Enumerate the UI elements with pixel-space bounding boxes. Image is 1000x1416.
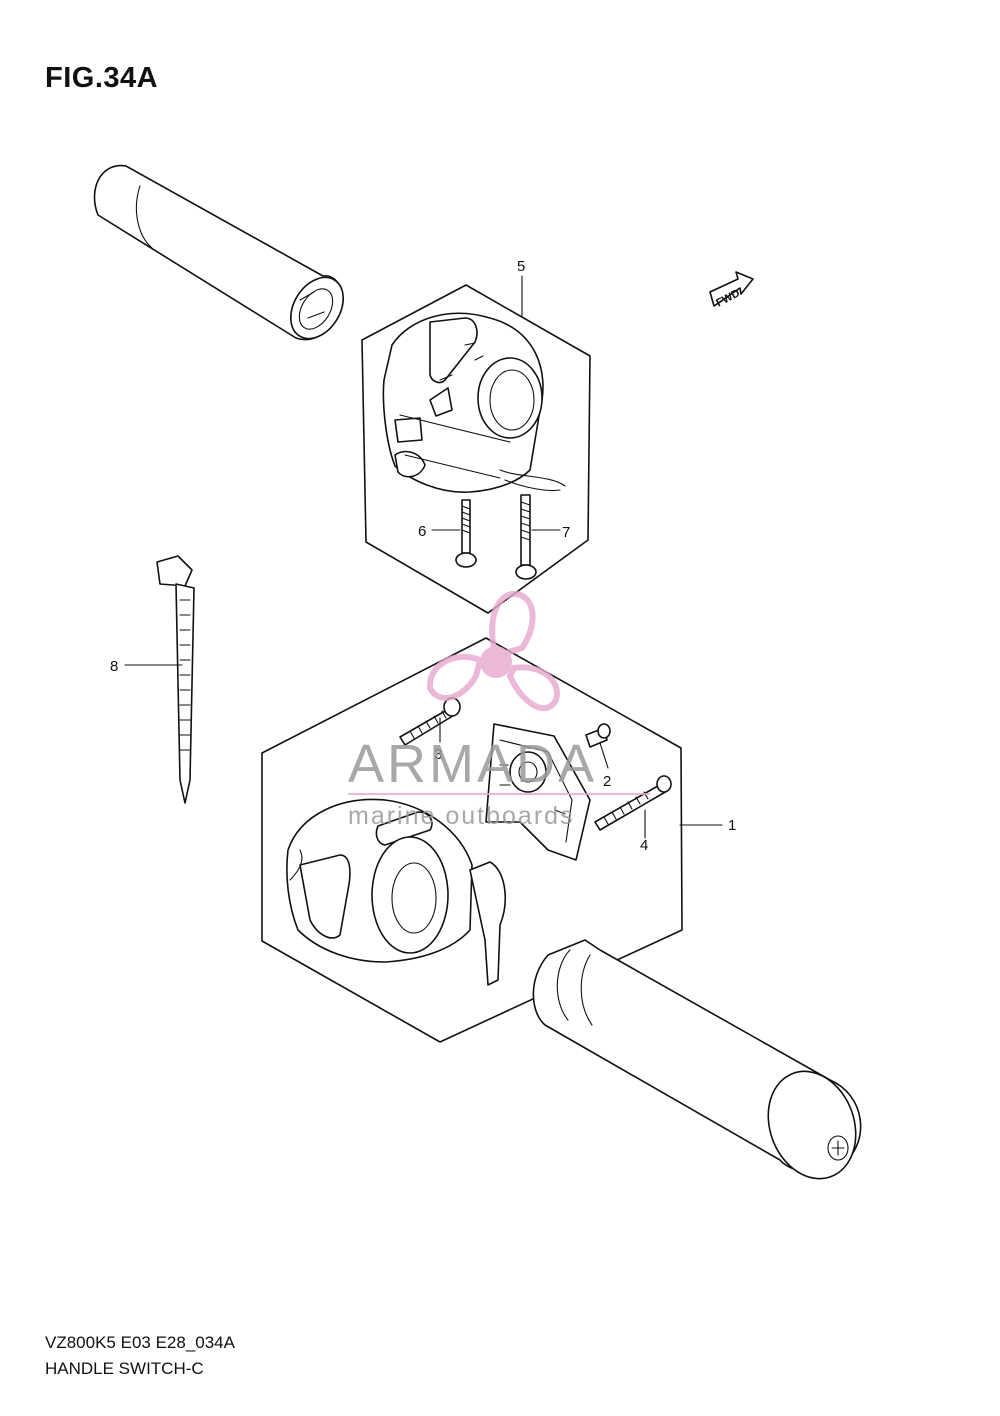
callout-7: 7 [562,524,570,541]
callout-3: 3 [434,746,442,763]
screw-6 [455,499,477,568]
screw-7 [515,494,537,580]
callout-4: 4 [640,837,648,854]
switch-housing-right [286,798,506,986]
footer-model-code: VZ800K5 E03 E28_034A [45,1333,235,1352]
watermark: ARMADA marine outboards [348,590,650,830]
callout-5: 5 [517,258,525,275]
part-1-group-outline [261,637,683,1043]
callout-6: 6 [418,523,426,540]
part-5-group-outline [361,284,591,614]
left-grip [93,164,344,341]
fwd-marker: FWD [709,271,754,310]
screw-2 [585,723,611,748]
footer-part-name: HANDLE SWITCH-C [45,1359,204,1378]
throttle-grip [532,939,862,1180]
callout-1: 1 [728,817,736,834]
watermark-tagline: marine outboards [348,802,575,830]
callout-8: 8 [110,658,118,675]
figure-title: FIG.34A [45,62,159,94]
cable-tie [156,555,195,804]
switch-housing-left [382,312,566,493]
propeller-logo [426,590,560,711]
leader-lines [124,275,723,839]
callout-2: 2 [603,773,611,790]
switch-bracket [485,723,591,861]
watermark-brand: ARMADA [348,734,597,794]
